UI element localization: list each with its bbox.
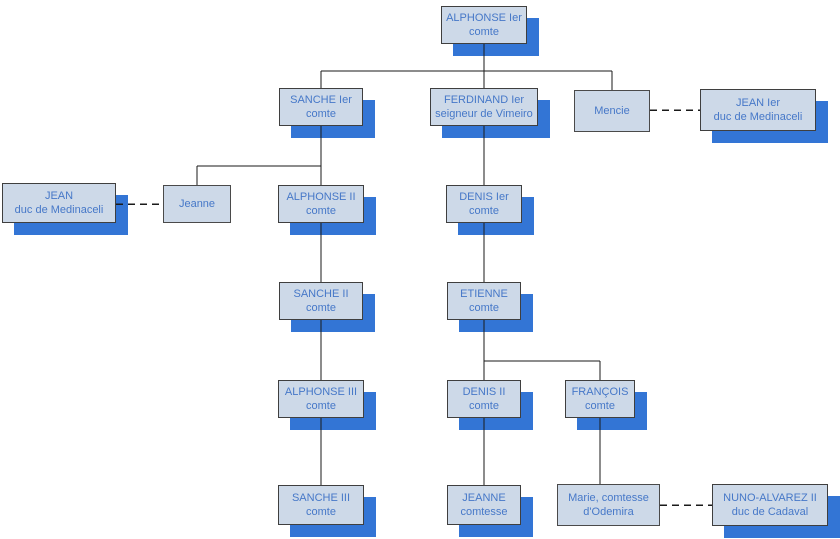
node-etienne[interactable]: ETIENNE comte: [447, 282, 521, 320]
node-sanche2[interactable]: SANCHE II comte: [279, 282, 363, 320]
node-name: SANCHE III: [291, 492, 351, 504]
node-alphonse2[interactable]: ALPHONSE II comte: [278, 185, 364, 223]
node-marie-odemira[interactable]: Marie, comtesse d'Odemira: [557, 484, 660, 526]
node-francois[interactable]: FRANÇOIS comte: [565, 380, 635, 418]
node-jean-medinaceli[interactable]: JEAN duc de Medinaceli: [2, 183, 116, 223]
node-alphonse3[interactable]: ALPHONSE III comte: [278, 380, 364, 418]
node-title: d'Odemira: [583, 506, 634, 518]
node-title: seigneur de Vimeiro: [435, 108, 533, 120]
node-name: DENIS II: [462, 386, 506, 398]
node-sanche1[interactable]: SANCHE Ier comte: [279, 88, 363, 126]
node-title: comte: [469, 400, 499, 412]
node-title: comte: [306, 400, 336, 412]
node-name: DENIS Ier: [459, 191, 509, 203]
node-name: ETIENNE: [460, 288, 508, 300]
node-title: comte: [469, 302, 499, 314]
node-name: Marie, comtesse: [568, 492, 649, 504]
node-title: comte: [469, 205, 499, 217]
node-sanche3[interactable]: SANCHE III comte: [278, 485, 364, 525]
edge-etienne-children: [483, 320, 601, 380]
node-name: SANCHE Ier: [290, 94, 352, 106]
node-name: Mencie: [594, 105, 630, 117]
node-name: JEANNE: [462, 492, 506, 504]
node-title: comte: [469, 26, 499, 38]
node-denis2[interactable]: DENIS II comte: [447, 380, 521, 418]
edge-alphonse1-children: [320, 44, 613, 90]
node-title: comtesse: [460, 506, 508, 518]
node-name: JEAN Ier: [735, 97, 780, 109]
node-ferdinand1[interactable]: FERDINAND Ier seigneur de Vimeiro: [430, 88, 538, 126]
node-title: comte: [306, 302, 336, 314]
node-nuno-alvarez2[interactable]: NUNO-ALVAREZ II duc de Cadaval: [712, 484, 828, 526]
node-title: duc de Cadaval: [731, 506, 809, 518]
node-title: comte: [306, 108, 336, 120]
node-alphonse1[interactable]: ALPHONSE Ier comte: [441, 6, 527, 44]
node-title: comte: [585, 400, 615, 412]
node-name: ALPHONSE Ier: [446, 12, 522, 24]
node-name: SANCHE II: [293, 288, 349, 300]
node-jeanne-comtesse[interactable]: JEANNE comtesse: [447, 485, 521, 525]
node-title: comte: [306, 205, 336, 217]
node-mencie[interactable]: Mencie: [574, 90, 650, 132]
node-title: comte: [306, 506, 336, 518]
node-name: JEAN: [44, 190, 74, 202]
node-name: ALPHONSE III: [284, 386, 358, 398]
node-name: FRANÇOIS: [571, 386, 629, 398]
node-name: ALPHONSE II: [286, 191, 356, 203]
edge-sanche1-children: [196, 126, 322, 185]
node-name: FERDINAND Ier: [443, 94, 525, 106]
node-jean1-medinaceli[interactable]: JEAN Ier duc de Medinaceli: [700, 89, 816, 131]
node-jeanne[interactable]: Jeanne: [163, 185, 231, 223]
node-name: Jeanne: [178, 198, 216, 210]
node-name: NUNO-ALVAREZ II: [723, 492, 817, 504]
node-title: duc de Medinaceli: [713, 111, 803, 123]
node-title: duc de Medinaceli: [14, 204, 104, 216]
node-denis1[interactable]: DENIS Ier comte: [446, 185, 522, 223]
